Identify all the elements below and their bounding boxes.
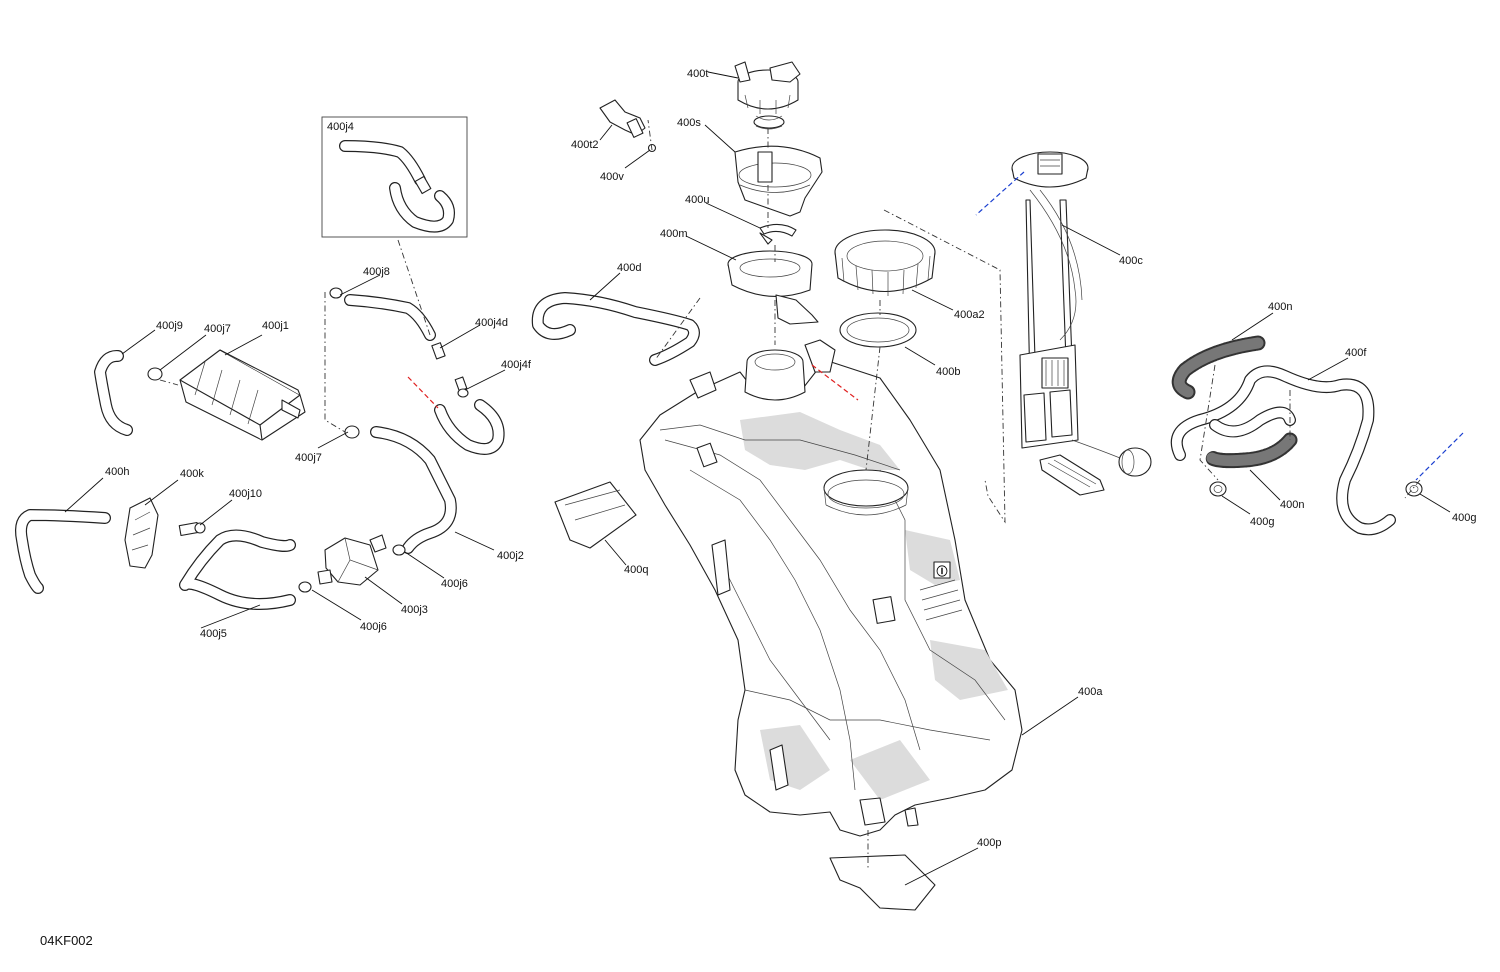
- callout-400g-a[interactable]: 400g: [1250, 516, 1274, 528]
- clamp-400j8[interactable]: [329, 287, 343, 299]
- pad-400p[interactable]: [829, 854, 936, 911]
- callout-400q[interactable]: 400q: [624, 564, 648, 576]
- callout-400j4f[interactable]: 400j4f: [501, 359, 532, 371]
- callout-400d[interactable]: 400d: [617, 262, 641, 274]
- evap-hose-400j2[interactable]: [370, 426, 457, 554]
- rollover-valve[interactable]: [599, 99, 657, 153]
- callout-400b[interactable]: 400b: [936, 366, 960, 378]
- diagram-code: 04KF002: [40, 933, 93, 948]
- callout-400j4d[interactable]: 400j4d: [475, 317, 508, 329]
- connector-400j10[interactable]: [178, 521, 206, 537]
- callout-400j7-a[interactable]: 400j7: [204, 323, 231, 335]
- vent-hose-400f[interactable]: [1170, 365, 1396, 536]
- callout-400j1[interactable]: 400j1: [262, 320, 289, 332]
- clamp-400j6-left[interactable]: [298, 581, 312, 593]
- callout-400j8[interactable]: 400j8: [363, 266, 390, 278]
- callout-400j4[interactable]: 400j4: [327, 121, 354, 133]
- callout-400u[interactable]: 400u: [685, 194, 709, 206]
- bracket-400k[interactable]: [124, 497, 159, 569]
- callout-400a2[interactable]: 400a2: [954, 309, 985, 321]
- callout-400v[interactable]: 400v: [600, 171, 624, 183]
- callout-400g-b[interactable]: 400g: [1452, 512, 1476, 524]
- fuel-pump-module[interactable]: [1011, 151, 1152, 496]
- callout-400j6-b[interactable]: 400j6: [360, 621, 387, 633]
- callout-400j2[interactable]: 400j2: [497, 550, 524, 562]
- callout-400a[interactable]: 400a: [1078, 686, 1103, 698]
- fuel-cap[interactable]: [734, 61, 801, 130]
- callout-400j9[interactable]: 400j9: [156, 320, 183, 332]
- filler-neck-ring[interactable]: [734, 145, 823, 217]
- evap-hose-400j9[interactable]: [94, 349, 133, 436]
- callout-400j7-b[interactable]: 400j7: [295, 452, 322, 464]
- callout-labels: 400t 400t2 400s 400v 400u 400m 400d 400j…: [105, 68, 1476, 849]
- svg-text:Ⓘ: Ⓘ: [937, 564, 948, 578]
- inset-box-400j4: [321, 116, 468, 238]
- callout-400j3[interactable]: 400j3: [401, 604, 428, 616]
- callout-400t[interactable]: 400t: [687, 68, 708, 80]
- callout-400n-a[interactable]: 400n: [1268, 301, 1292, 313]
- corrugated-hose-upper[interactable]: [1171, 335, 1266, 400]
- callout-400f[interactable]: 400f: [1345, 347, 1367, 359]
- fuel-pump-lock-ring[interactable]: [834, 229, 936, 296]
- evap-hose-400j4[interactable]: [344, 294, 505, 455]
- hose-clamp-left[interactable]: [1209, 481, 1227, 497]
- filler-clip[interactable]: [759, 223, 797, 245]
- vent-hose-400d[interactable]: [531, 292, 700, 366]
- purge-valve-400j3[interactable]: [317, 534, 387, 586]
- callout-400h[interactable]: 400h: [105, 466, 129, 478]
- callout-400k[interactable]: 400k: [180, 468, 204, 480]
- callout-400n-b[interactable]: 400n: [1280, 499, 1304, 511]
- clamp-400j6-right[interactable]: [392, 544, 406, 556]
- callout-400j5[interactable]: 400j5: [200, 628, 227, 640]
- evap-hose-400h[interactable]: [15, 509, 111, 594]
- assembly-lines: [64, 71, 1464, 886]
- fuel-tank[interactable]: Ⓘ: [639, 339, 1023, 837]
- corrugated-hose-lower[interactable]: [1204, 432, 1298, 469]
- callout-400c[interactable]: 400c: [1119, 255, 1143, 267]
- evap-hose-400j5[interactable]: [179, 529, 296, 610]
- filler-adapter[interactable]: [727, 250, 819, 325]
- callout-400m[interactable]: 400m: [660, 228, 688, 240]
- clamp-400j7-left[interactable]: [147, 367, 163, 381]
- callout-400t2[interactable]: 400t2: [571, 139, 599, 151]
- fuel-pump-seal[interactable]: [839, 312, 917, 348]
- callout-400p[interactable]: 400p: [977, 837, 1001, 849]
- callout-400j6-a[interactable]: 400j6: [441, 578, 468, 590]
- charcoal-canister-400j1[interactable]: [179, 349, 306, 441]
- heat-shield-400q[interactable]: [554, 481, 637, 549]
- callout-400j10[interactable]: 400j10: [229, 488, 262, 500]
- callout-400s[interactable]: 400s: [677, 117, 701, 129]
